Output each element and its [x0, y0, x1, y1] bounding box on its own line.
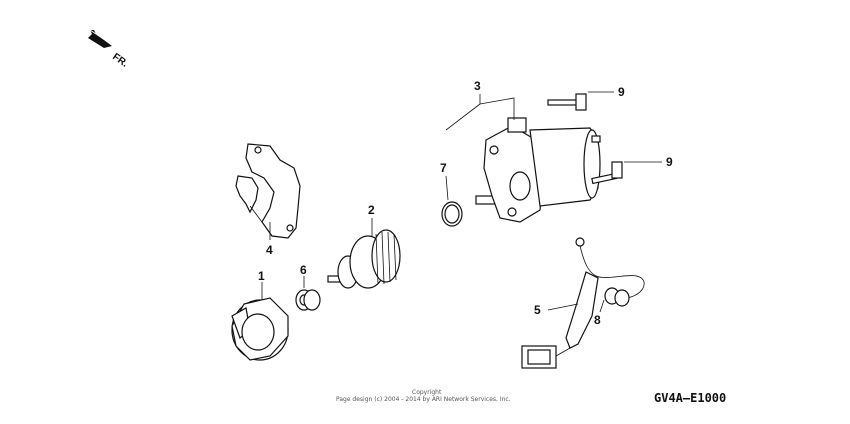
callout-2: 2: [368, 203, 375, 217]
o-ring: [441, 201, 463, 227]
bolt-lower: [591, 161, 623, 185]
copyright-title: Copyright: [412, 389, 442, 396]
bolt-upper: [547, 93, 587, 111]
starter-drive-gear: [327, 229, 401, 289]
copyright-text: Page design (c) 2004 - 2014 by ARI Netwo…: [336, 396, 511, 403]
starter-motor: [475, 117, 601, 223]
callout-3: 3: [474, 79, 481, 93]
leader-8: [599, 299, 605, 313]
terminal-cap: [604, 287, 630, 307]
leader-5: [547, 303, 579, 311]
diagram-code: GV4A—E1000: [654, 391, 726, 405]
starter-housing: [231, 297, 289, 361]
callout-5: 5: [534, 303, 541, 317]
washer: [295, 289, 321, 311]
front-arrow-icon: [88, 29, 112, 48]
callout-1: 1: [258, 269, 265, 283]
callout-6: 6: [300, 263, 307, 277]
wire-harness: [521, 237, 645, 369]
callout-9b: 9: [666, 155, 673, 169]
callout-8: 8: [594, 313, 601, 327]
front-label: FR.: [110, 51, 130, 69]
leader-3: [445, 94, 515, 131]
bracket-plate: [235, 143, 301, 239]
callout-9a: 9: [618, 85, 625, 99]
leader-7: [445, 175, 449, 201]
callout-7: 7: [440, 161, 447, 175]
callout-4: 4: [266, 243, 273, 257]
